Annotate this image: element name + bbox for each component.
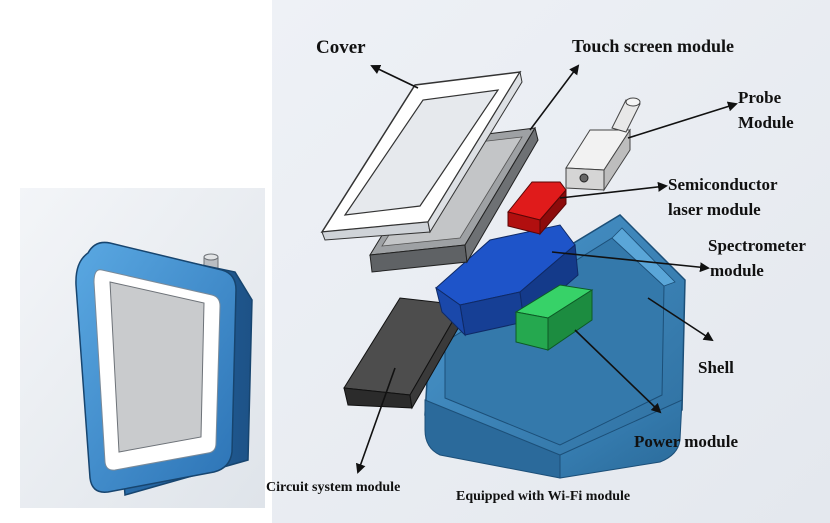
assembled-device-panel xyxy=(20,188,265,508)
arrow-spectrometer xyxy=(551,251,710,273)
semiconductor-laser-module-part xyxy=(507,181,567,236)
arrow-cover xyxy=(370,64,419,89)
label-touch-screen: Touch screen module xyxy=(572,36,734,56)
leader-arrows xyxy=(355,64,738,474)
arrow-shell xyxy=(647,297,714,342)
power-module-part xyxy=(514,284,594,351)
label-laser-line1: Semiconductor xyxy=(668,175,778,194)
arrow-touch-screen xyxy=(529,64,580,131)
label-laser-line2: laser module xyxy=(668,200,761,219)
arrow-circuit xyxy=(355,367,396,474)
label-spectrometer-line2: module xyxy=(710,261,764,280)
arrow-probe xyxy=(627,101,738,139)
label-cover: Cover xyxy=(316,37,366,58)
label-shell: Shell xyxy=(698,358,734,377)
label-spectrometer-line1: Spectrometer xyxy=(708,236,806,255)
exploded-view-panel: Cover Touch screen module Probe Module S… xyxy=(266,0,830,523)
assembled-device-illustration xyxy=(75,241,253,496)
label-power: Power module xyxy=(634,432,738,451)
label-probe-line1: Probe xyxy=(738,88,782,107)
cover-part xyxy=(320,70,523,241)
arrow-power xyxy=(574,329,662,414)
label-wifi: Equipped with Wi-Fi module xyxy=(456,489,630,504)
probe-module-part xyxy=(565,97,641,192)
arrow-laser xyxy=(559,181,668,199)
part-labels: Cover Touch screen module Probe Module S… xyxy=(266,36,806,504)
label-circuit: Circuit system module xyxy=(266,480,400,495)
label-probe-line2: Module xyxy=(738,113,794,132)
